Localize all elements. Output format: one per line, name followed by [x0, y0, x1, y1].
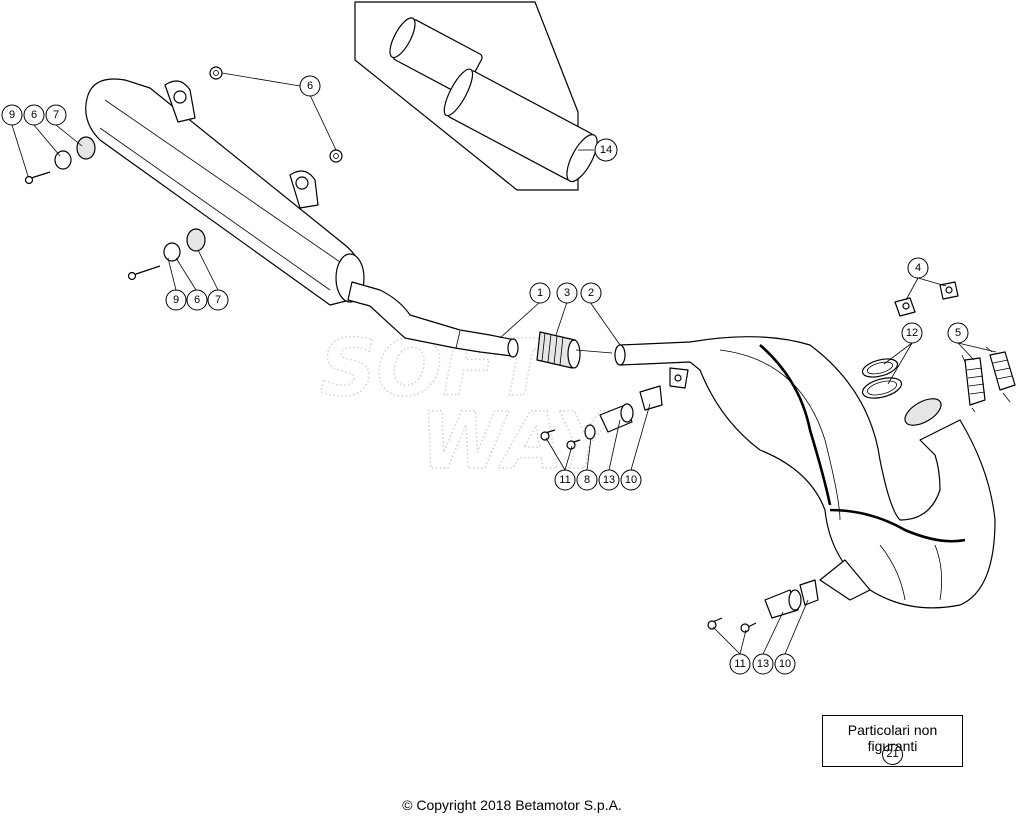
svg-text:6: 6	[31, 109, 37, 121]
callout-6-top: 6	[299, 75, 321, 97]
svg-text:7: 7	[215, 294, 221, 306]
callout-3: 3	[556, 282, 578, 304]
leader-lines	[11, 72, 997, 655]
svg-text:1: 1	[537, 287, 543, 299]
callout-6-left: 6	[23, 104, 45, 126]
callout-5: 5	[947, 322, 969, 344]
svg-text:3: 3	[564, 287, 570, 299]
mount-hardware-lower	[707, 579, 819, 633]
svg-text:13: 13	[757, 658, 769, 670]
callout-11-low: 11	[729, 653, 751, 675]
callout-13-mid: 13	[598, 469, 620, 491]
callout-4: 4	[907, 257, 929, 279]
svg-text:11: 11	[734, 658, 745, 670]
svg-text:2: 2	[588, 287, 594, 299]
callout-11-mid: 11	[554, 469, 576, 491]
callout-8: 8	[576, 469, 598, 491]
callout-10-mid: 10	[620, 469, 642, 491]
callout-12: 12	[901, 322, 923, 344]
svg-text:6: 6	[194, 294, 200, 306]
callout-7-bottom: 7	[207, 289, 229, 311]
svg-text:6: 6	[307, 80, 313, 92]
svg-text:10: 10	[625, 474, 637, 486]
svg-text:12: 12	[906, 327, 918, 339]
silencer-packing-inset	[354, 1, 598, 191]
coupling-sleeve	[536, 331, 581, 369]
svg-text:14: 14	[600, 144, 612, 156]
callout-14: 14	[594, 138, 618, 162]
o-rings	[861, 358, 903, 399]
callout-9-bottom: 9	[165, 289, 187, 311]
svg-text:8: 8	[584, 474, 590, 486]
springs	[961, 346, 1016, 413]
callout-13-low: 13	[752, 653, 774, 675]
callout-7-left: 7	[45, 104, 67, 126]
silencer	[85, 78, 519, 358]
callout-10-low: 10	[774, 653, 796, 675]
svg-text:4: 4	[915, 262, 921, 274]
svg-text:9: 9	[173, 294, 179, 306]
callout-9-left: 9	[1, 104, 23, 126]
mount-hardware-middle	[540, 385, 663, 450]
copyright-footer: © Copyright 2018 Betamotor S.p.A.	[402, 797, 622, 813]
svg-text:9: 9	[9, 109, 15, 121]
callout-6-bottom: 6	[186, 289, 208, 311]
parts-not-shown-number: 21	[882, 744, 903, 765]
expansion-chamber	[614, 336, 996, 609]
svg-text:5: 5	[955, 327, 961, 339]
svg-text:11: 11	[559, 474, 570, 486]
svg-text:7: 7	[53, 109, 59, 121]
svg-text:13: 13	[603, 474, 615, 486]
parts-not-shown-box: Particolari non figuranti 21	[822, 715, 963, 767]
silencer-mount-hardware	[24, 66, 343, 281]
callout-1: 1	[529, 282, 551, 304]
spring-hooks	[894, 281, 959, 317]
svg-text:10: 10	[779, 658, 791, 670]
callout-2: 2	[580, 282, 602, 304]
